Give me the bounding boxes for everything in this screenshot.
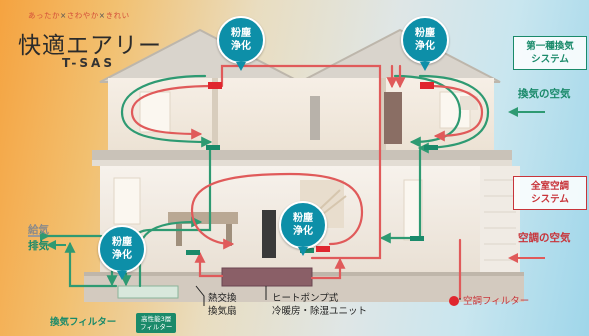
dust-purify-pin-upper-left: 粉塵 浄化 xyxy=(217,16,265,71)
dust-purify-pin-lower-left: 粉塵 浄化 xyxy=(98,225,146,280)
heat-pump-label-line1: ヒートポンプ式 xyxy=(272,293,339,304)
pin-text: 浄化 xyxy=(293,226,313,237)
ventilation-air-label: 換気の空気 xyxy=(518,88,571,100)
heat-exchange-fan-label: 熱交換 換気扇 xyxy=(208,292,237,318)
exhaust-label: 排気 xyxy=(28,240,49,252)
pin-text: 浄化 xyxy=(415,41,435,52)
aircon-system-box: 全室空調 システム xyxy=(513,176,587,210)
tagline-sep-1: × xyxy=(60,11,67,20)
ventilation-system-subtitle: システム xyxy=(531,54,569,65)
heat-exchange-label-line1: 熱交換 xyxy=(208,293,237,304)
heat-exchange-label-line2: 換気扇 xyxy=(208,306,237,317)
filter-badge-line1: 高性能3層 xyxy=(141,315,172,323)
tagline: あったか×さわやか×きれい xyxy=(28,10,130,21)
ventilation-system-title: 第一種換気 xyxy=(526,41,574,52)
product-logo-sub: T-SAS xyxy=(62,56,115,70)
aircon-air-label: 空調の空気 xyxy=(518,232,571,244)
aircon-filter-dot xyxy=(449,296,459,306)
aircon-system-subtitle: システム xyxy=(531,194,569,205)
dust-purify-pin-upper-right: 粉塵 浄化 xyxy=(401,16,449,71)
heat-pump-unit-label: ヒートポンプ式 冷暖房・除湿ユニット xyxy=(272,292,367,318)
house-shell xyxy=(84,28,524,302)
pin-text: 粉塵 xyxy=(231,28,251,39)
dust-purify-pin-lower-right: 粉塵 浄化 xyxy=(279,201,327,256)
tagline-warm: あったか xyxy=(28,11,60,20)
ventilation-system-box: 第一種換気 システム xyxy=(513,36,587,70)
heat-pump-label-line2: 冷暖房・除湿ユニット xyxy=(272,306,368,317)
filter-badge-line2: フィルター xyxy=(140,323,173,331)
pin-text: 浄化 xyxy=(112,250,132,261)
pin-text: 粉塵 xyxy=(112,237,132,248)
aircon-airflow xyxy=(130,64,484,300)
product-logo: 快適エアリー xyxy=(18,33,162,59)
tagline-sep-2: × xyxy=(98,11,106,20)
tagline-clean: きれい xyxy=(105,11,130,20)
pin-text: 粉塵 xyxy=(415,28,435,39)
pin-text: 粉塵 xyxy=(293,213,313,224)
pin-text: 浄化 xyxy=(231,41,251,52)
supply-label: 給気 xyxy=(28,224,49,236)
filter-badge: 高性能3層 フィルター xyxy=(136,313,177,333)
aircon-system-title: 全室空調 xyxy=(530,181,569,192)
tagline-fresh: さわやか xyxy=(66,11,99,20)
ventilation-filter-label: 換気フィルター xyxy=(50,317,117,328)
aircon-filter-label: 空調フィルター xyxy=(463,296,530,307)
